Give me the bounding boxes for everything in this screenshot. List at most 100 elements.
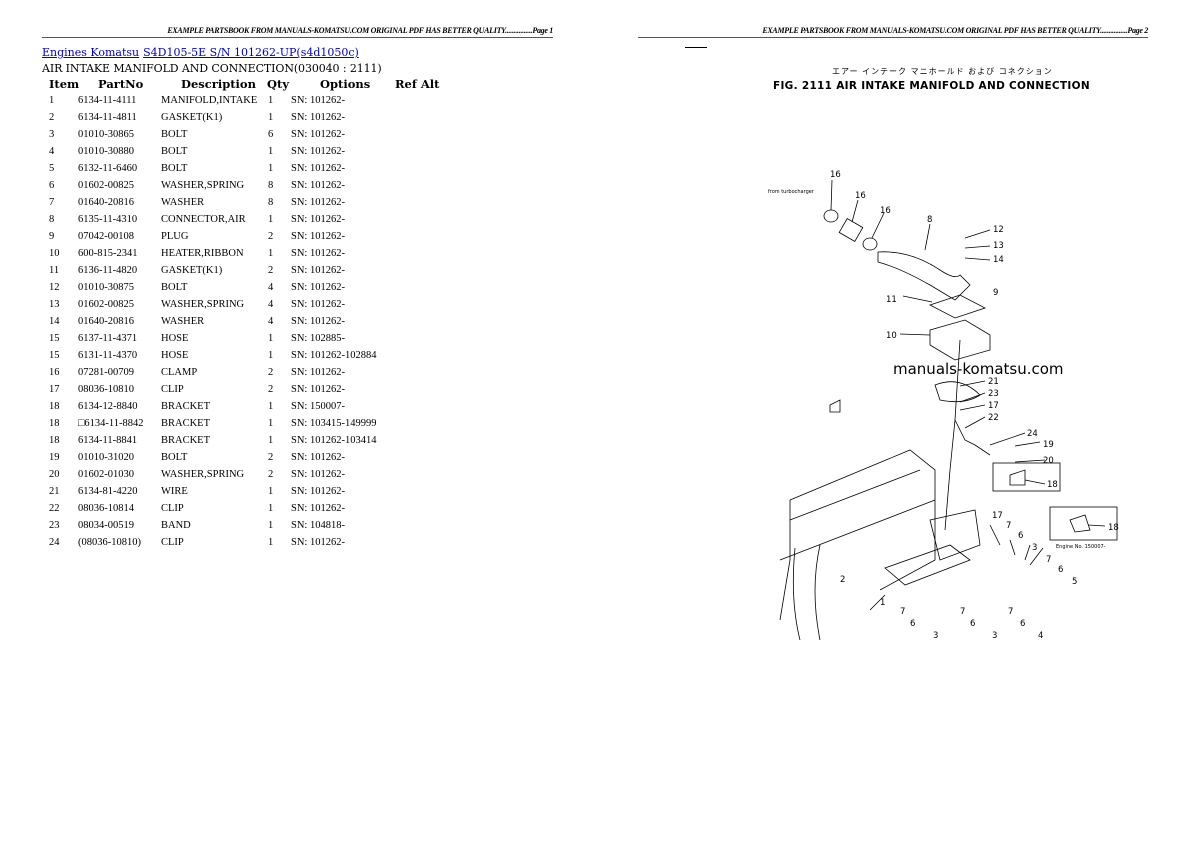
options: SN: 101262- [291,469,345,480]
breadcrumb-link-engines[interactable]: Engines Komatsu [42,46,140,59]
quantity: 1 [268,350,274,361]
part-number: 6135-11-4310 [78,214,138,225]
description: BRACKET [161,401,211,412]
callout-label: 19 [1043,440,1054,450]
callout-label: 1 [880,598,885,608]
description: CONNECTOR,AIR [161,214,246,225]
options: SN: 101262- [291,248,345,259]
part-number: 6134-11-4811 [78,112,137,123]
quantity: 6 [268,129,274,140]
description: BOLT [161,129,188,140]
part-number: 6134-11-8841 [78,435,138,446]
col-header-item: Item [49,77,80,91]
part-number: 01602-00825 [78,180,134,191]
part-number: 6134-12-8840 [78,401,138,412]
col-header-description: Description [181,77,256,91]
item-number: 19 [49,452,60,463]
callout-label: 7 [1046,555,1051,565]
part-number: 07042-00108 [78,231,134,242]
part-number: (08036-10810) [78,537,141,548]
item-number: 9 [49,231,55,242]
description: CLIP [161,503,184,514]
quantity: 1 [268,503,274,514]
description: CLIP [161,537,184,548]
item-number: 15 [49,350,60,361]
description: HOSE [161,350,189,361]
quantity: 2 [268,265,274,276]
options: SN: 101262- [291,367,345,378]
options: SN: 101262- [291,146,345,157]
figure-title-jp: エアー インテーク マニホールド および コネクション [832,67,1053,76]
part-number: 6132-11-6460 [78,163,138,174]
options: SN: 101262- [291,214,345,225]
callout-label: 7 [960,607,965,617]
part-number: 08036-10810 [78,384,134,395]
watermark: manuals-komatsu.com [893,360,1064,378]
options: SN: 101262- [291,316,345,327]
description: BAND [161,520,191,531]
quantity: 1 [268,418,274,429]
callout-label: 11 [886,295,897,305]
part-number: 01010-30880 [78,146,134,157]
callout-label: 14 [993,255,1004,265]
part-number: 01640-20816 [78,316,134,327]
quantity: 1 [268,95,274,106]
description: WASHER,SPRING [161,469,245,480]
callout-label: 6 [1018,531,1023,541]
quantity: 1 [268,537,274,548]
options: SN: 101262- [291,384,345,395]
callout-labels: 1616168121314911102123172224192018181776… [830,170,1119,641]
options: SN: 101262- [291,197,345,208]
description: WASHER [161,316,205,327]
item-number: 6 [49,180,55,191]
quantity: 2 [268,452,274,463]
item-number: 8 [49,214,55,225]
part-number: 01010-30865 [78,129,134,140]
description: GASKET(K1) [161,112,223,123]
item-number: 1 [49,95,55,106]
options: SN: 104818- [291,520,345,531]
figure-title: FIG. 2111 AIR INTAKE MANIFOLD AND CONNEC… [773,80,1090,92]
col-header-partno: PartNo [98,77,144,91]
quantity: 8 [268,180,274,191]
callout-label: 10 [886,331,897,341]
description: BRACKET [161,418,211,429]
item-number: 10 [49,248,60,259]
callout-label: 17 [992,511,1003,521]
col-header-options: Options [320,77,371,91]
item-number: 4 [49,146,55,157]
callout-label: 12 [993,225,1004,235]
breadcrumb-link-model[interactable]: S4D105-5E S/N 101262-UP(s4d1050c) [143,46,359,59]
description: PLUG [161,231,189,242]
item-number: 21 [49,486,60,497]
description: BOLT [161,146,188,157]
options: SN: 101262-102884 [291,350,377,361]
page-header: EXAMPLE PARTSBOOK FROM MANUALS-KOMATSU.C… [638,26,1148,38]
item-number: 24 [49,537,60,548]
item-number: 5 [49,163,55,174]
item-number: 18 [49,435,60,446]
part-number: 01010-30875 [78,282,134,293]
callout-label: 16 [880,206,891,216]
quantity: 4 [268,282,274,293]
description: BOLT [161,452,188,463]
callout-label: 3 [992,631,997,641]
options: SN: 101262- [291,95,345,106]
callout-label: 13 [993,241,1004,251]
part-number: 6137-11-4371 [78,333,138,344]
callout-label: 6 [970,619,975,629]
item-number: 16 [49,367,60,378]
callout-label: 6 [1020,619,1025,629]
item-number: 3 [49,129,55,140]
part-number: □6134-11-8842 [78,418,144,429]
note-turbocharger: from turbocharger [768,189,815,195]
part-number: 08034-00519 [78,520,134,531]
item-number: 7 [49,197,55,208]
options: SN: 101262- [291,112,345,123]
item-number: 18 [49,418,60,429]
callout-label: 21 [988,377,999,387]
options: SN: 101262-103414 [291,435,377,446]
item-number: 22 [49,503,60,514]
callout-label: 4 [1038,631,1043,641]
